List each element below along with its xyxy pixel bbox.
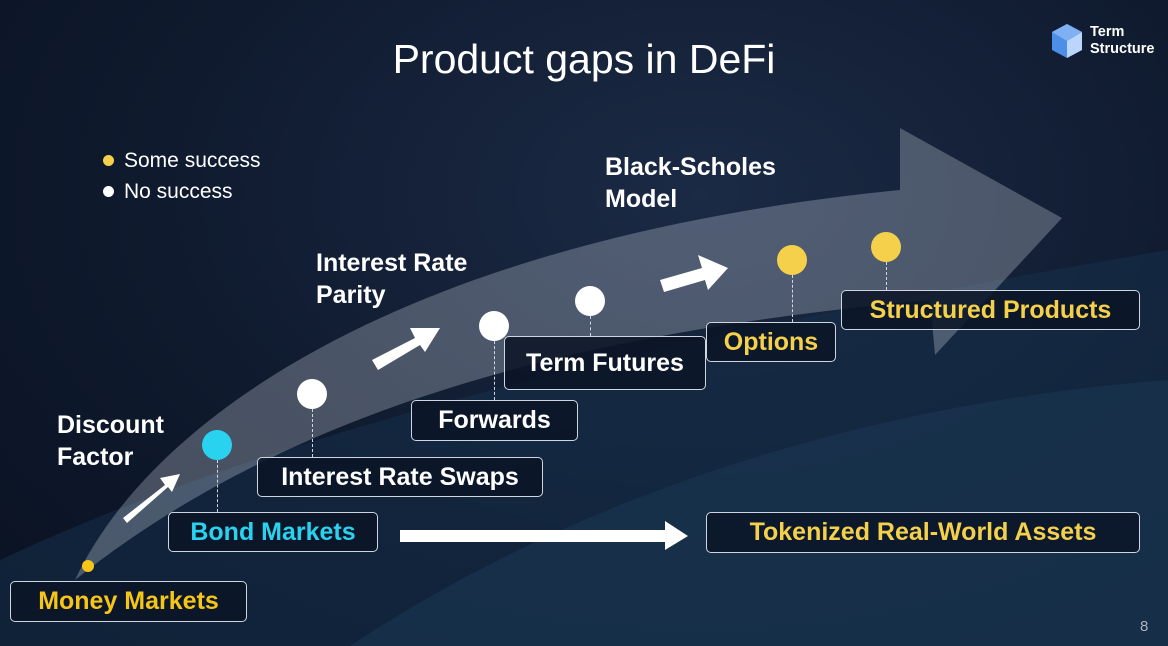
term-futures-dot — [575, 286, 605, 316]
box-forwards: Forwards — [411, 400, 578, 441]
logo-line-2: Structure — [1090, 41, 1155, 57]
connector — [590, 316, 591, 336]
concept-line: Discount — [57, 411, 164, 439]
connector — [494, 341, 495, 400]
box-structured-products: Structured Products — [841, 290, 1140, 330]
legend: Some success No success — [103, 145, 261, 207]
small-arrows — [123, 255, 728, 550]
structured-products-dot — [871, 232, 901, 262]
white-dot-icon — [103, 186, 114, 197]
cube-logo-icon — [1052, 24, 1082, 58]
yellow-dot-icon — [103, 155, 114, 166]
swaps-dot — [297, 379, 327, 409]
logo-line-1: Term — [1090, 24, 1125, 40]
legend-item-some-success: Some success — [103, 145, 261, 176]
box-term-futures: Term Futures — [504, 336, 706, 390]
page-number: 8 — [1140, 618, 1149, 635]
connector — [886, 262, 887, 290]
forwards-dot — [479, 311, 509, 341]
concept-line: Factor — [57, 443, 134, 471]
concept-line: Model — [605, 185, 678, 213]
concept-black-scholes: Black-Scholes Model — [605, 151, 776, 215]
box-money-markets: Money Markets — [10, 581, 247, 622]
box-options: Options — [706, 322, 836, 362]
options-dot — [777, 245, 807, 275]
concept-line: Parity — [316, 281, 386, 309]
box-interest-rate-swaps: Interest Rate Swaps — [257, 457, 543, 497]
connector — [792, 275, 793, 322]
concept-line: Interest Rate — [316, 249, 468, 277]
term-structure-logo: Term Structure — [1050, 22, 1154, 60]
money-markets-dot — [82, 560, 94, 572]
concept-interest-rate-parity: Interest Rate Parity — [316, 247, 467, 311]
connector — [312, 409, 313, 457]
slide-title: Product gaps in DeFi — [392, 36, 776, 82]
concept-discount-factor: Discount Factor — [57, 409, 164, 473]
connector — [217, 460, 218, 512]
legend-label: Some success — [124, 149, 261, 172]
legend-label: No success — [124, 180, 233, 203]
box-bond-markets: Bond Markets — [168, 512, 378, 552]
box-tokenized-rwa: Tokenized Real-World Assets — [706, 512, 1140, 553]
concept-line: Black-Scholes — [605, 153, 776, 181]
legend-item-no-success: No success — [103, 176, 261, 207]
bond-markets-dot — [202, 430, 232, 460]
